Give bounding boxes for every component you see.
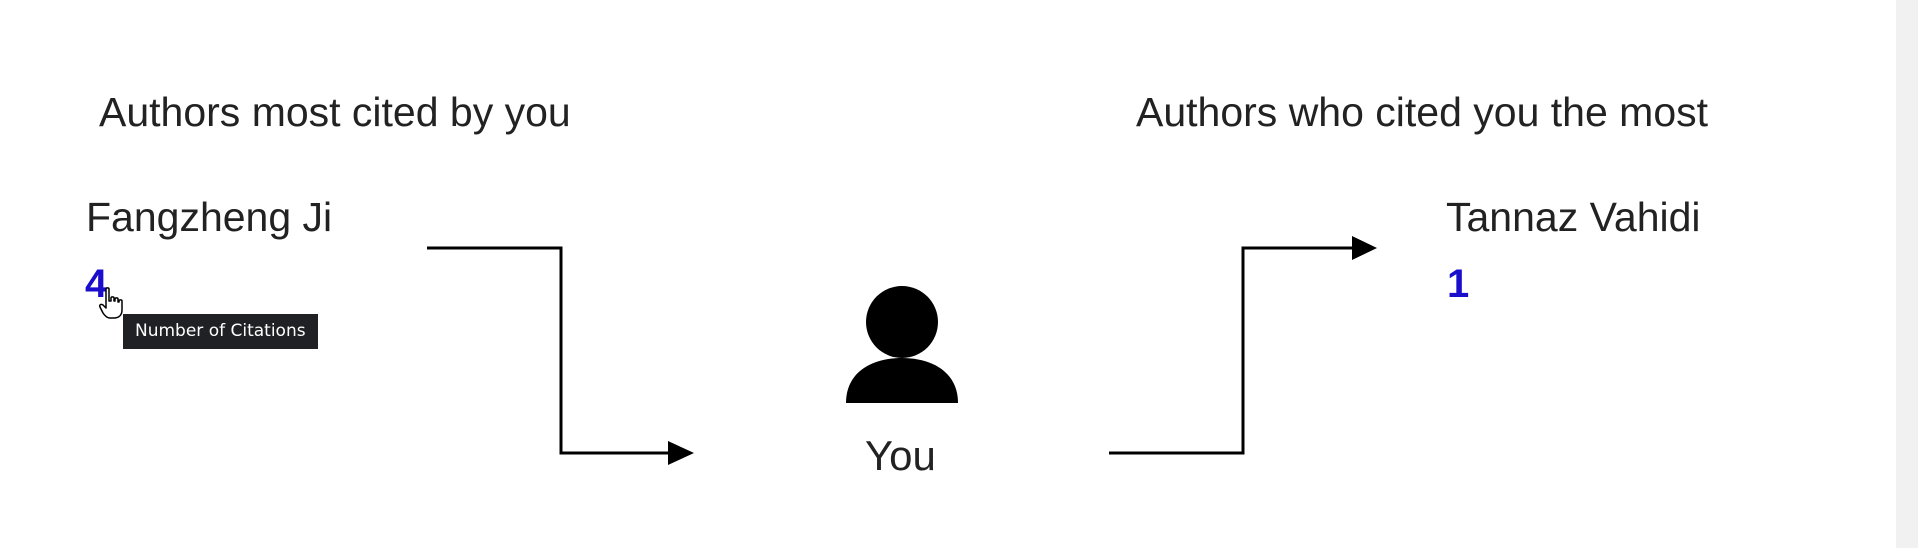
user-icon: [846, 286, 958, 403]
right-author-name[interactable]: Tannaz Vahidi: [1446, 194, 1701, 240]
incoming-arrowhead: [668, 441, 694, 465]
left-citation-count-link[interactable]: 4: [85, 262, 108, 306]
hand-pointer-icon: [99, 287, 123, 319]
you-label: You: [865, 432, 936, 479]
outgoing-arrowhead: [1352, 236, 1377, 260]
authors-citing-you-heading: Authors who cited you the most: [1136, 89, 1709, 135]
authors-cited-by-you-heading: Authors most cited by you: [99, 89, 571, 135]
vertical-scrollbar[interactable]: [1896, 0, 1918, 548]
outgoing-arrow: [1109, 246, 1356, 455]
citation-count-tooltip: Number of Citations: [123, 314, 318, 349]
left-author-name[interactable]: Fangzheng Ji: [86, 194, 333, 240]
right-citation-count-link[interactable]: 1: [1447, 262, 1470, 306]
incoming-arrow: [427, 246, 675, 455]
